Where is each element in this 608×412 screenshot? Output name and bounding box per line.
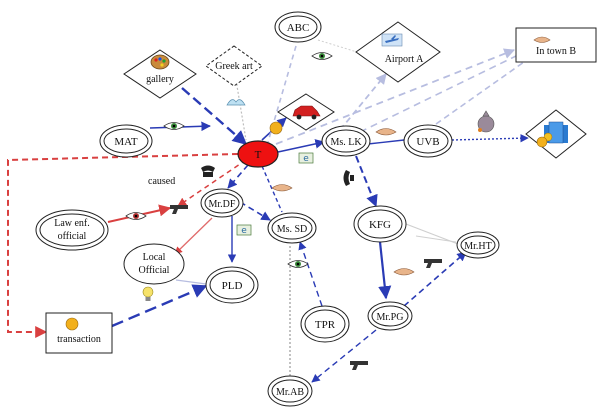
edge-t-sd [261,165,283,213]
node-label: MAT [114,136,138,148]
node-label: ABC [287,22,310,34]
edge-kfg-pg [378,241,392,300]
node-label-line2: Official [139,265,170,276]
node-mat[interactable]: MAT [99,124,153,158]
coin-icon [536,136,548,148]
envelope-icon: e [298,152,314,164]
eye-icon [125,212,147,220]
node-ms-sd[interactable]: Ms. SD [267,212,317,244]
node-mr-ab[interactable]: Mr.AB [267,375,313,407]
handshake-icon [271,184,293,192]
node-in-town-b[interactable]: In town B [515,27,597,63]
node-pld[interactable]: PLD [205,266,259,304]
node-label: Mr.HT [464,241,492,252]
node-label: In town B [536,46,576,57]
node-transaction[interactable]: transaction [45,312,113,354]
edge-t-df [227,164,249,189]
edge-greek-t [235,79,247,141]
node-label: T [255,149,262,161]
airplane-icon [381,33,403,47]
node-uvb[interactable]: UVB [403,124,453,158]
node-law-enf-official[interactable]: Law enf. official [35,209,109,251]
handshake-icon [393,268,415,276]
svg-text:e: e [303,154,309,164]
edge-ht-gray [415,235,457,243]
palette-icon [150,54,170,70]
node-tpr[interactable]: TPR [300,305,350,343]
edge-lk-kfg [355,155,378,208]
node-label: Ms. LK [330,137,362,148]
handshake-icon [533,36,551,43]
icons: e e [65,33,568,370]
edge-lk-intownb [359,55,517,133]
node-label: Mr.DF [209,199,236,210]
node-local-official[interactable]: Local Official [123,243,185,285]
eye-icon [287,260,309,268]
hat-icon [226,99,246,106]
edge-t-lk [277,139,325,153]
edge-uvb-building [451,134,529,143]
edge-label-caused: caused [148,176,175,187]
node-label: Mr.AB [276,387,304,398]
node-label: UVB [416,136,439,148]
node-label: TPR [315,319,336,331]
node-label: gallery [146,74,174,85]
node-mr-df[interactable]: Mr.DF [200,188,244,218]
edge-local-pld [175,279,207,285]
nodes: ABC Greek art gallery Airport A In town … [35,11,597,407]
gun-icon [170,205,188,214]
telephone-icon [343,170,354,186]
telephone-icon [201,165,215,177]
gun-icon [424,259,442,268]
edge-lk-uvb [367,139,405,145]
edge-pg-ab [311,329,377,383]
handshake-icon [375,128,397,136]
gun-icon [350,361,368,370]
node-label: Mr.PG [377,312,404,323]
coin-icon [65,317,79,331]
node-t[interactable]: T [237,140,279,168]
node-airport-a[interactable]: Airport A [355,21,441,83]
edge-t-transaction [7,153,239,338]
edge-t-caused [177,159,247,207]
node-label-line1: Law enf. [54,218,90,229]
node-label: KFG [369,219,391,231]
node-abc[interactable]: ABC [274,11,322,43]
node-label: Greek art [215,61,253,72]
edge-pg-ht [403,251,467,307]
eye-icon [163,122,185,130]
edges [7,39,529,383]
edge-transaction-pld [111,284,208,328]
edge-df-sd [239,201,271,221]
edge-t-intownb [275,48,516,145]
node-kfg[interactable]: KFG [353,205,407,243]
edge-lk-airport [339,73,387,131]
node-label: Airport A [385,54,424,65]
node-label: Ms. SD [277,224,308,235]
coin-icon [269,121,283,135]
node-label: PLD [222,280,243,292]
svg-text:e: e [241,226,247,236]
node-label-line1: Local [143,252,166,263]
node-label: transaction [57,334,101,345]
node-label-line2: official [58,231,87,242]
node-greek-art[interactable]: Greek art [205,45,263,87]
edge-gallery-t [181,87,248,145]
eye-icon [311,52,333,60]
edge-uvb-intownb [435,61,525,125]
edge-df-local [174,217,213,255]
edge-tpr-sd [298,241,323,307]
building-icon [543,121,568,144]
envelope-icon: e [236,224,252,236]
node-mr-pg[interactable]: Mr.PG [367,301,413,331]
money-bag-icon [477,110,495,133]
node-gallery[interactable]: gallery [123,49,197,99]
node-mr-ht[interactable]: Mr.HT [456,231,500,259]
node-ms-lk[interactable]: Ms. LK [321,125,371,157]
car-icon [292,105,321,120]
lightbulb-icon [142,286,154,301]
